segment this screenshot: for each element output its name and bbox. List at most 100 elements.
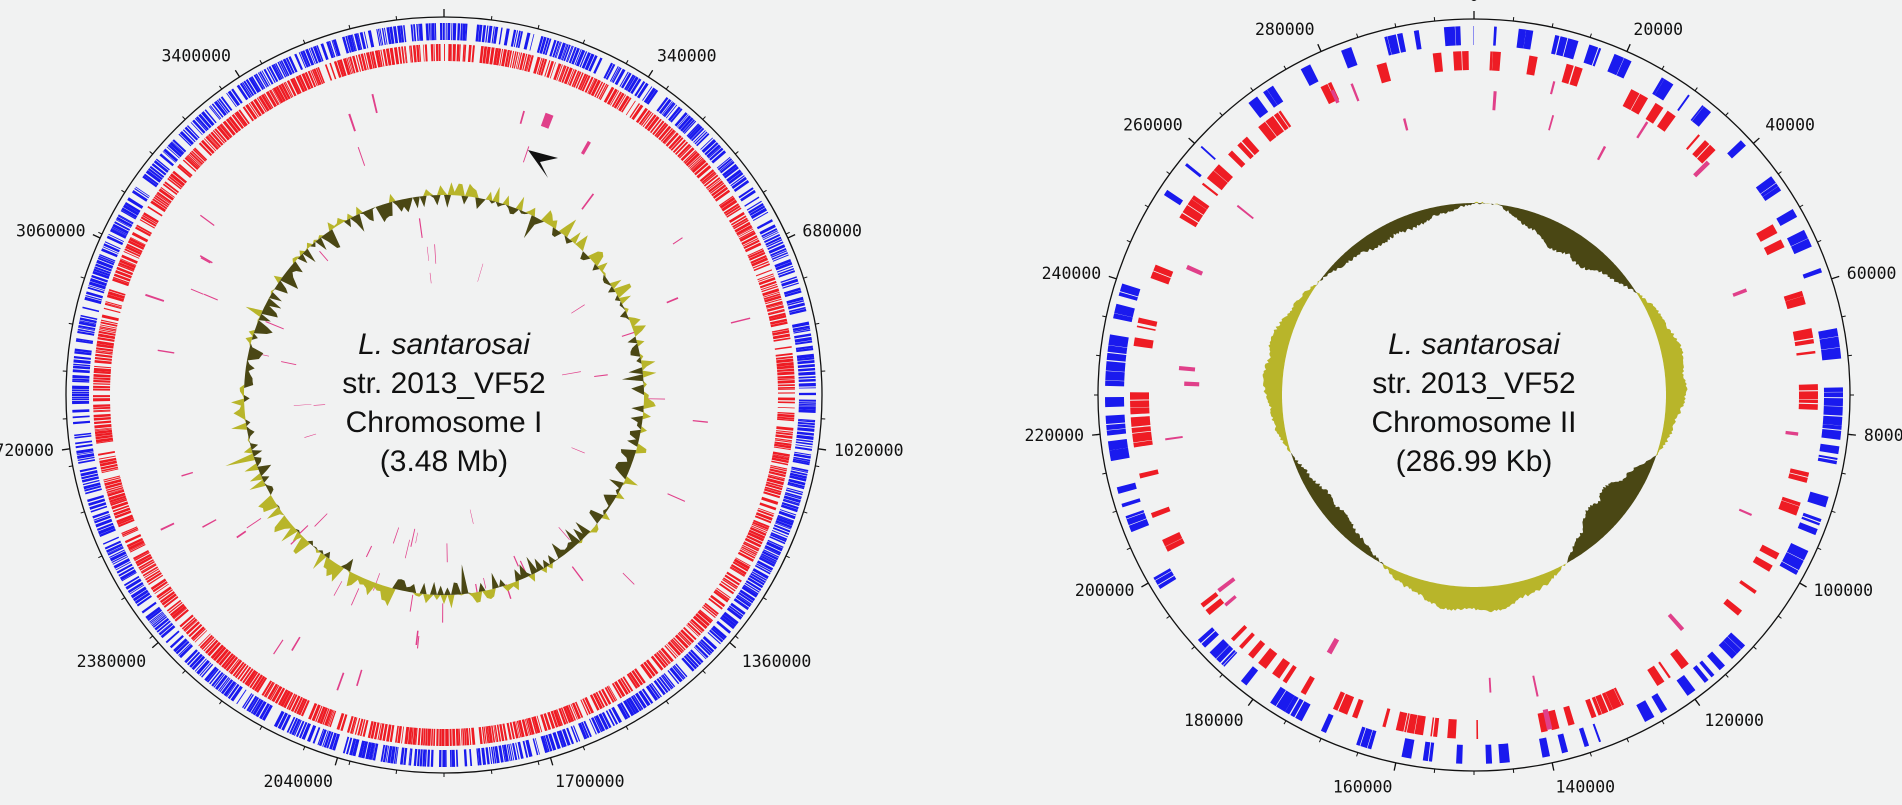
chr1-forward-cds <box>798 382 816 387</box>
chr1-reverse-cds <box>509 722 515 740</box>
chr1-mobile-feature <box>404 539 410 559</box>
chr2-reverse-cds <box>1228 150 1246 168</box>
chr2-reverse-cds <box>1406 713 1418 734</box>
chr1-reverse-cds <box>336 712 345 731</box>
chr1-reverse-cds <box>205 639 219 654</box>
chr1-reverse-cds <box>701 606 716 618</box>
chr1-reverse-cds <box>465 728 470 746</box>
chr1-mobile-feature <box>356 669 363 687</box>
chr1-reverse-cds <box>689 620 703 634</box>
chr2-mobile-feature <box>1184 381 1200 387</box>
chr2-major-tick <box>1694 698 1701 707</box>
chr1-mobile-feature <box>410 528 416 547</box>
chr1-reverse-cds <box>695 613 710 627</box>
chr1-reverse-cds <box>124 534 142 544</box>
chr1-forward-cds <box>277 712 288 730</box>
chr1-forward-cds <box>78 459 96 464</box>
chr1-forward-cds <box>447 23 451 41</box>
chr1-forward-cds <box>227 90 241 107</box>
chr2-forward-cds <box>1727 140 1746 159</box>
chr2-name-label: Chromosome II <box>1371 406 1576 439</box>
chr1-reverse-cds <box>716 587 731 599</box>
chr1-forward-cds <box>463 749 468 767</box>
chr1-forward-cds <box>798 419 816 423</box>
chr1-forward-cds <box>120 209 137 220</box>
chr2-reverse-cds <box>1239 632 1255 650</box>
chr1-reverse-cds <box>98 455 116 460</box>
chr1-reverse-cds <box>777 368 795 373</box>
chr1-forward-cds <box>141 601 157 614</box>
chr1-tick-label: 1700000 <box>555 772 625 791</box>
chr1-tick-label: 2040000 <box>263 772 333 791</box>
chr1-forward-cds <box>462 23 466 41</box>
chr2-major-tick <box>1393 762 1397 771</box>
chr1-reverse-cds <box>713 590 729 603</box>
chr1-reverse-cds <box>677 632 691 646</box>
chr1-reverse-cds <box>407 727 413 745</box>
chr2-reverse-cds <box>1645 102 1664 124</box>
chr1-forward-cds <box>155 158 170 171</box>
chr1-reverse-cds <box>449 728 452 746</box>
chr1-forward-cds <box>93 514 110 521</box>
chr1-reverse-cds <box>721 199 738 212</box>
chr1-mobile-feature <box>477 263 484 282</box>
chr1-reverse-cds <box>556 64 563 81</box>
chr2-forward-cds <box>1760 183 1779 197</box>
chr1-minor-tick <box>149 151 154 155</box>
chr2-reverse-cds <box>1453 51 1462 71</box>
chr1-reverse-cds <box>97 333 116 340</box>
chr1-reverse-cds <box>263 681 275 698</box>
chr1-reverse-cds <box>753 263 770 272</box>
chr1-forward-cds <box>588 55 598 72</box>
chr1-forward-cds <box>83 482 101 490</box>
chr1-reverse-cds <box>674 141 689 155</box>
chr1-reverse-cds <box>162 183 178 196</box>
chr1-reverse-cds <box>768 312 786 319</box>
chr1-forward-cds <box>147 167 163 181</box>
chr2-major-tick <box>1831 275 1840 280</box>
chr1-forward-cds <box>779 509 797 516</box>
chr1-forward-cds <box>730 602 746 616</box>
chr1-reverse-cds <box>290 695 301 712</box>
chr1-reverse-cds <box>370 721 377 739</box>
chr1-reverse-cds <box>689 156 703 169</box>
chr1-mobile-feature <box>199 255 213 264</box>
chr2-forward-cds <box>1367 730 1377 750</box>
chr1-reverse-cds <box>544 60 551 77</box>
chr1-reverse-cds <box>336 60 345 77</box>
chr1-reverse-cds <box>765 298 782 305</box>
chr2-forward-cds <box>1556 36 1568 57</box>
chr1-forward-cds <box>767 241 784 250</box>
chr1-reverse-cds <box>768 474 785 480</box>
chr1-reverse-cds <box>365 52 373 70</box>
chr1-forward-cds <box>487 25 493 44</box>
chr2-forward-cds <box>1360 727 1373 749</box>
chr1-forward-cds <box>431 23 435 41</box>
chr1-forward-cds <box>593 57 603 74</box>
chr1-forward-cds <box>785 491 802 499</box>
chr1-forward-cds <box>766 541 783 552</box>
chr2-reverse-cds <box>1258 121 1277 142</box>
chr1-forward-cds <box>763 231 779 241</box>
chr1-reverse-cds <box>518 720 525 738</box>
chr2-forward-cds <box>1263 89 1278 108</box>
chr2-forward-cds <box>1692 665 1709 683</box>
chr1-reverse-cds <box>759 280 777 289</box>
chr1-reverse-cds <box>173 607 188 620</box>
chr1-forward-cds <box>795 340 813 345</box>
chr1-reverse-cds <box>347 57 354 74</box>
chr1-reverse-cds <box>771 457 789 464</box>
chr1-reverse-cds <box>509 50 515 68</box>
chr1-forward-cds <box>236 84 249 101</box>
chr1-reverse-cds <box>777 388 795 390</box>
chr1-forward-cds <box>95 518 113 528</box>
chr2-forward-cds <box>1801 516 1821 526</box>
chr1-reverse-cds <box>93 379 111 383</box>
chr1-reverse-cds <box>719 196 736 209</box>
chr1-reverse-cds <box>579 74 589 91</box>
chr1-forward-cds <box>529 33 535 51</box>
chr1-reverse-cds <box>234 112 246 128</box>
chr1-forward-cds <box>329 732 337 750</box>
chr1-forward-cds <box>797 357 815 362</box>
chr1-forward-cds <box>485 25 489 43</box>
